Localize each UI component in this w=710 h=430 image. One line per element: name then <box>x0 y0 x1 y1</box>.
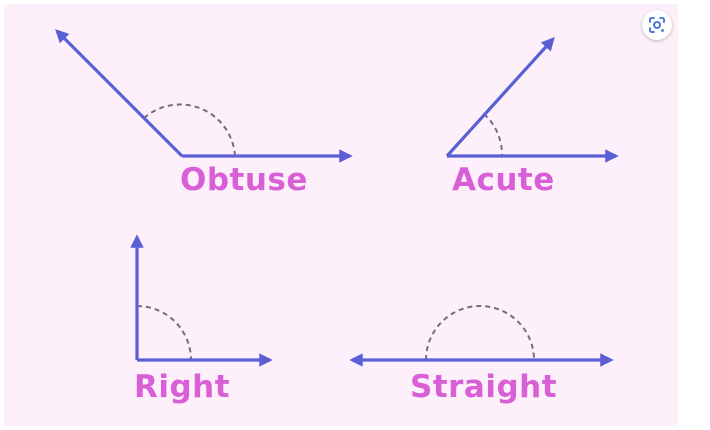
visual-search-button[interactable] <box>642 10 672 40</box>
obtuse-ray-upper <box>55 29 184 158</box>
visual-search-icon <box>648 16 666 34</box>
acute-arc <box>483 113 504 157</box>
straight-arc <box>425 305 535 361</box>
acute-angle <box>445 37 619 163</box>
right-arc <box>136 305 192 361</box>
right-angle <box>130 234 273 367</box>
obtuse-angle <box>55 29 353 163</box>
label-obtuse: Obtuse <box>180 162 308 198</box>
acute-ray-upper <box>445 37 555 158</box>
label-right: Right <box>134 369 231 405</box>
diagram-canvas <box>4 4 678 426</box>
straight-angle <box>349 305 614 367</box>
label-acute: Acute <box>452 162 555 198</box>
label-straight: Straight <box>410 369 558 405</box>
